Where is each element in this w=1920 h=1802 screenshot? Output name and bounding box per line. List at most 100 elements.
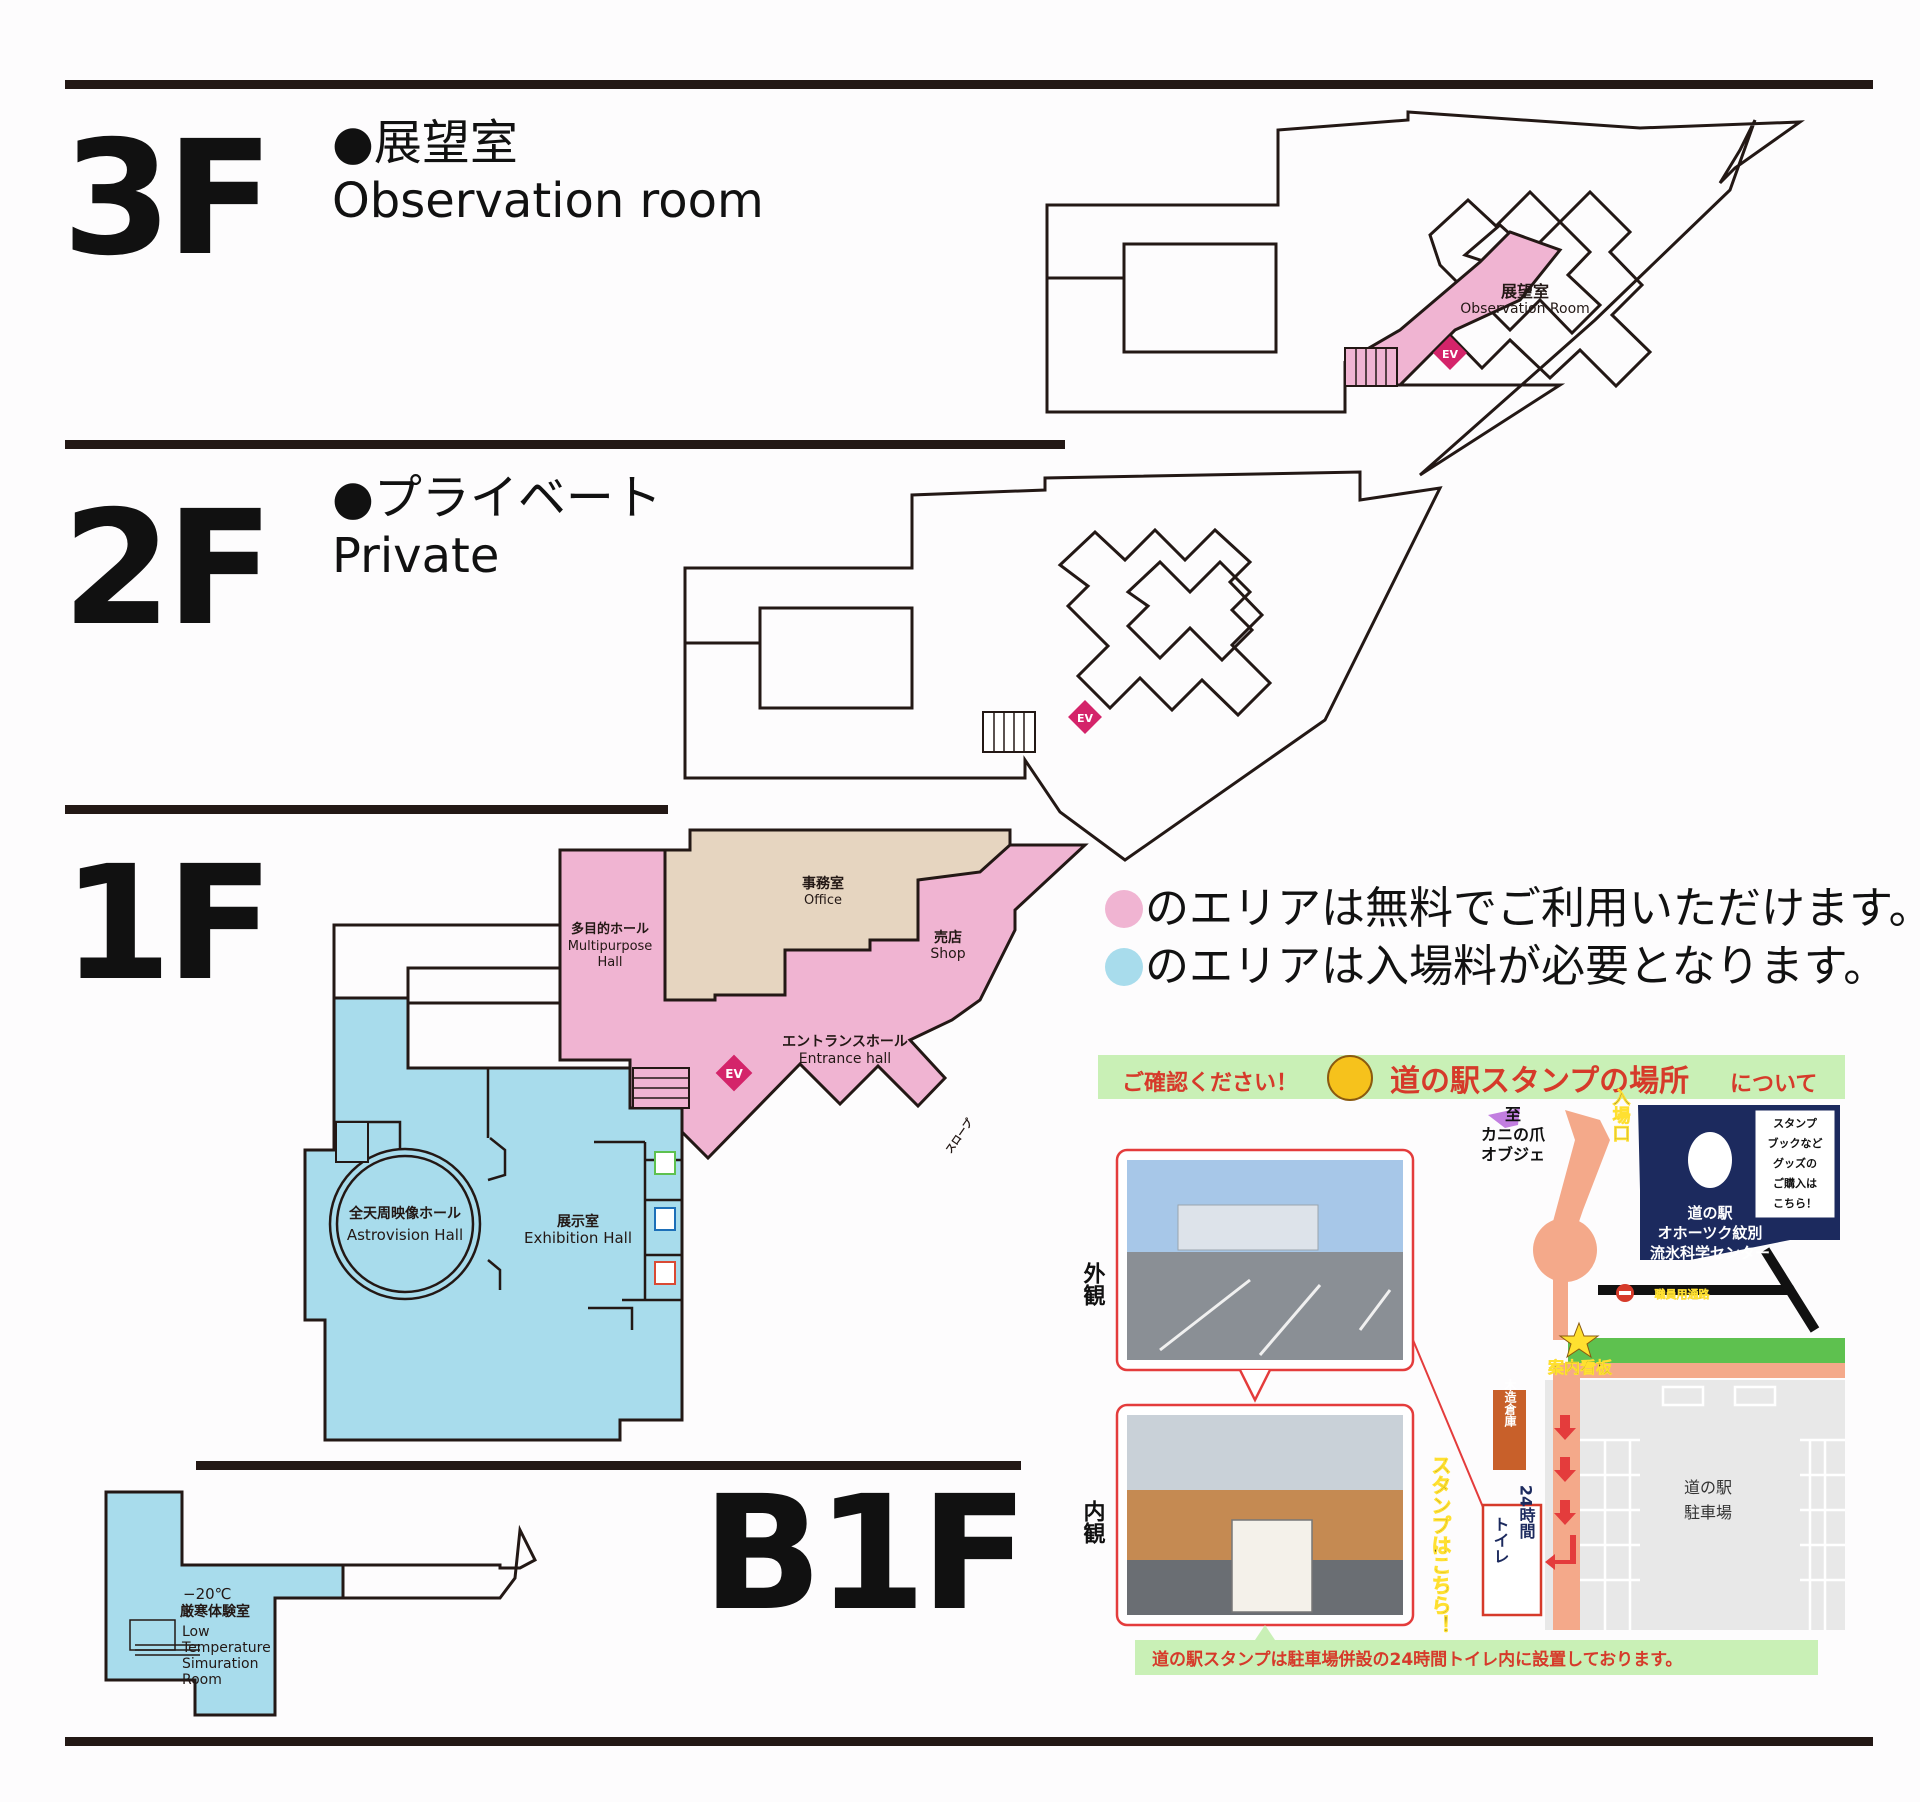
3f-stairs [1344, 347, 1398, 387]
1f-office [663, 828, 1012, 1002]
info-sign-star [1558, 1321, 1600, 1359]
map-road-main [1545, 1360, 1845, 1630]
label-multi-en1: Multipurpose [568, 939, 653, 954]
label-astro-jp: 全天周映像ホール [348, 1205, 461, 1222]
label-to-kani-3: オブジェ [1481, 1145, 1545, 1164]
map-bear-icon [1688, 1132, 1732, 1188]
1f-paid-area [303, 996, 684, 1442]
interior-photo-wall [1127, 1415, 1403, 1490]
map-parking-stalls [1580, 1385, 1845, 1630]
1f-inner-walls [328, 1068, 682, 1330]
map-goods-box [1754, 1109, 1836, 1219]
label-to-kani-2: カニの爪 [1481, 1125, 1546, 1144]
2f-stair-lines [993, 712, 1025, 752]
ev-icon-1f [715, 1054, 753, 1092]
stamp-header-pre: ご確認ください！ [1122, 1070, 1298, 1096]
label-ev-1f: EV [725, 1067, 743, 1081]
map-entrance-path [1548, 1110, 1610, 1340]
floor-label-3f: 3F [62, 107, 274, 291]
label-goods-2: ブックなど [1768, 1136, 1823, 1150]
no-entry-bar [1619, 1291, 1631, 1295]
rule-bottom [65, 1737, 1873, 1746]
to-kani-arrow [1488, 1108, 1520, 1128]
1f-stairs-blue [335, 1121, 369, 1163]
label-astro-en: Astrovision Hall [347, 1226, 463, 1244]
stamp-footer-text: 道の駅スタンプは駐車場併設の24時間トイレ内に設置しております。 [1152, 1649, 1682, 1670]
label-office-jp: 事務室 [802, 875, 844, 892]
label-goods-5: こちら！ [1773, 1197, 1817, 1210]
label-obs-jp: 展望室 [1501, 282, 1549, 301]
floor-2f-jp: ●プライベート [332, 470, 662, 526]
label-entrance-en: Entrance hall [799, 1051, 891, 1067]
stamp-header-bar [1098, 1055, 1845, 1099]
mens-toilet-icon [654, 1207, 676, 1231]
ev-icon-3f [1433, 336, 1467, 370]
label-stamp-here: スタンプはこちら！ [1428, 1455, 1452, 1635]
label-goods-1: スタンプ [1773, 1116, 1818, 1130]
label-shop-jp: 売店 [934, 929, 962, 946]
rule-3f-2f [65, 440, 1065, 449]
rule-2f-1f [65, 805, 668, 814]
floor-title-3f: ●展望室 Observation room [332, 115, 764, 230]
stamp-header-post: について [1730, 1072, 1817, 1097]
floor-2f-en: Private [332, 527, 500, 584]
2f-stairs [982, 711, 1036, 753]
label-entrance-jp: エントランスホール [782, 1034, 908, 1050]
rule-top [65, 80, 1873, 89]
exterior-callout [1238, 1369, 1272, 1403]
map-curve-road [1760, 1247, 1795, 1293]
label-lowtemp-deg: −20℃ [183, 1585, 232, 1603]
label-lowtemp-en4: Room [182, 1672, 222, 1688]
label-lowtemp-jp: 厳寒体験室 [180, 1603, 250, 1620]
floor-3f-en: Observation room [332, 172, 764, 229]
legend-blue-swatch [1105, 948, 1143, 986]
label-exhibit-jp: 展示室 [557, 1213, 599, 1230]
label-obs-en: Observation Room [1460, 301, 1590, 317]
legend-free: のエリアは無料でご利用いただけます。 [1105, 880, 1920, 938]
exterior-photo-lines [1159, 1278, 1392, 1356]
b1f-stair-lines [129, 1619, 200, 1656]
label-parking-2: 駐車場 [1684, 1503, 1732, 1522]
accessible-toilet-icon [654, 1151, 676, 1175]
label-warehouse: 木造倉庫 [1503, 1378, 1517, 1428]
stamp-header-icon [1327, 1055, 1373, 1101]
label-exhibit-en: Exhibition Hall [524, 1229, 632, 1247]
label-to-kani-1: 至 [1505, 1105, 1521, 1124]
map-down-arrows [1545, 1415, 1576, 1570]
label-office-en: Office [804, 893, 842, 908]
floor-title-2f: ●プライベート Private [332, 470, 662, 585]
label-toilet-2: トイレ [1491, 1516, 1510, 1564]
exterior-photo-building [1177, 1204, 1319, 1251]
womens-toilet-icon [654, 1261, 676, 1285]
legend-paid-text: のエリアは入場料が必要となります。 [1145, 941, 1888, 992]
label-goods-4: ご購入は [1773, 1176, 1817, 1190]
rule-1f-b1f [196, 1461, 1021, 1470]
stamp-header-main: 道の駅スタンプの場所 [1390, 1064, 1689, 1099]
label-lowtemp-en3: Simuration [182, 1656, 258, 1672]
label-multi-jp: 多目的ホール [571, 921, 649, 937]
label-ev-3f: EV [1442, 348, 1459, 361]
b1f-paid-area [104, 1490, 345, 1717]
label-multi-en2: Hall [598, 955, 623, 970]
legend-paid: のエリアは入場料が必要となります。 [1105, 938, 1920, 996]
stamp-footer-bar [1135, 1640, 1818, 1675]
floor-label-2f: 2F [62, 477, 274, 661]
interior-photo-shelf [1231, 1519, 1313, 1613]
plan-b1f-outline [341, 1524, 537, 1600]
plan-2f-outline [683, 470, 1443, 862]
label-center-2: オホーツク紋別 [1658, 1224, 1763, 1242]
legend-free-text: のエリアは無料でご利用いただけます。 [1145, 883, 1920, 934]
label-goods-3: グッズの [1773, 1156, 1817, 1170]
1f-stair-lines [633, 1077, 689, 1099]
label-interior: 内観 [1080, 1500, 1106, 1545]
map-toilet [1481, 1503, 1543, 1617]
label-entrance: 入場口 [1610, 1088, 1631, 1142]
label-toilet-1: 24時間 [1517, 1485, 1536, 1540]
map-warehouse [1493, 1390, 1526, 1470]
floor-label-b1f: B1F [702, 1462, 1028, 1646]
exterior-photo-ground [1127, 1252, 1403, 1360]
label-lowtemp-en2: Temperature [181, 1640, 271, 1656]
label-info-sign: 案内看板 [1547, 1358, 1613, 1377]
